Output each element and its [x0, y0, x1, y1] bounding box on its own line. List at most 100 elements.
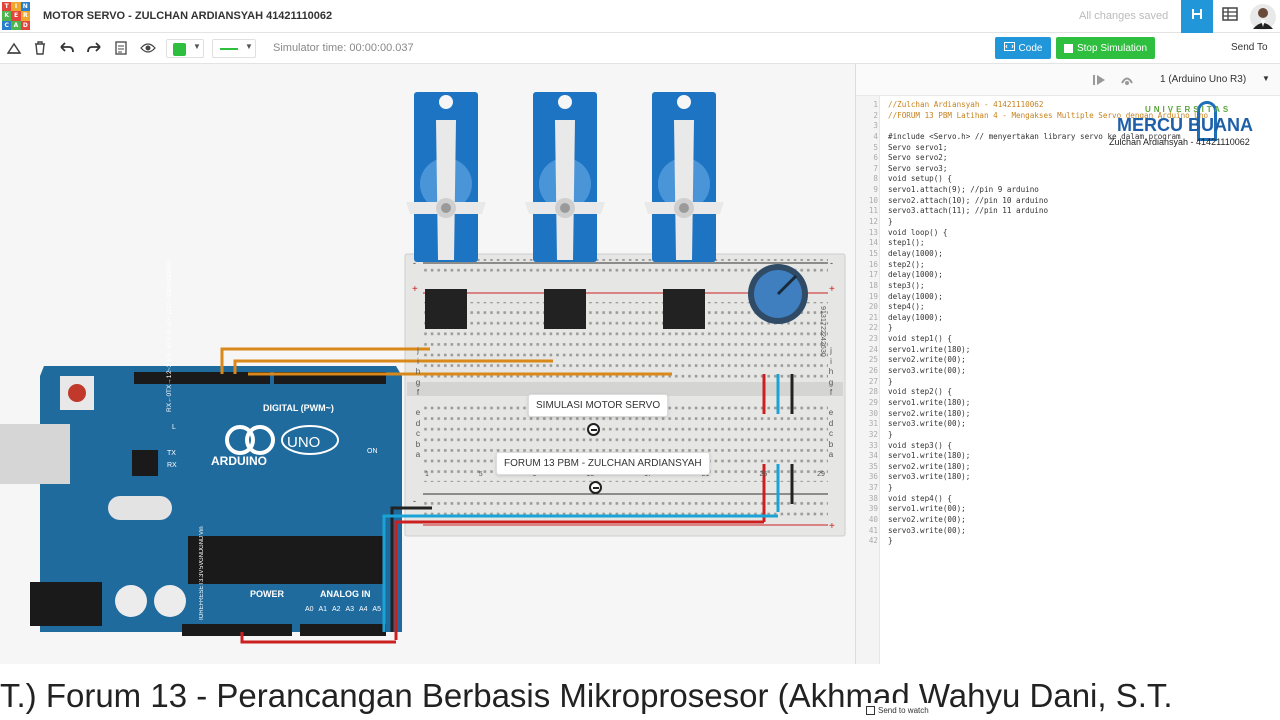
color-picker[interactable]: ▼	[166, 39, 204, 58]
line-number: 32	[868, 429, 878, 439]
stop-simulation-button[interactable]: Stop Simulation	[1056, 37, 1155, 59]
code-text: servo3.write(180);	[888, 472, 971, 482]
redo-button[interactable]	[85, 39, 103, 57]
minus-circle-icon[interactable]	[589, 481, 602, 494]
code-text: Servo servo1;	[888, 142, 948, 152]
code-line[interactable]: 1//Zulchan Ardiansyah - 41421110062	[856, 100, 1280, 111]
pin-label: ~13	[166, 290, 173, 302]
servo-1[interactable]	[406, 92, 486, 329]
code-line[interactable]: 2//FORUM 13 PBM Latihan 4 - Mengakses Mu…	[856, 111, 1280, 122]
servo-2[interactable]	[525, 92, 605, 329]
tinkercad-logo[interactable]: T I N K E R C A D	[2, 2, 30, 30]
pin-label: GND	[166, 275, 173, 291]
step-icon[interactable]	[1092, 73, 1106, 91]
undo-button[interactable]	[58, 39, 76, 57]
code-text: void loop() {	[888, 227, 948, 237]
line-number: 20	[868, 302, 878, 312]
minus-circle-icon[interactable]	[587, 423, 600, 436]
code-line[interactable]: 42}	[856, 536, 1280, 547]
user-avatar[interactable]	[1247, 0, 1279, 33]
pin-label: A2	[331, 606, 341, 613]
circuit-drawing: + + + - - -	[0, 92, 846, 644]
board-select[interactable]: 1 (Arduino Uno R3) ▼	[1152, 71, 1272, 89]
line-number: 26	[868, 366, 878, 376]
code-line[interactable]: 38 void step4() {	[856, 494, 1280, 505]
code-button-label: Code	[1018, 42, 1043, 54]
document-title[interactable]: MOTOR SERVO - ZULCHAN ARDIANSYAH 4142111…	[43, 10, 333, 22]
pin-label: ~11	[166, 308, 173, 320]
pin-label: AREF	[166, 258, 173, 276]
wire-type-picker[interactable]: ▼	[212, 39, 256, 58]
delete-button[interactable]	[31, 39, 49, 57]
notes-button[interactable]	[112, 39, 130, 57]
code-text: void step4() {	[888, 493, 953, 503]
undo-icon	[60, 42, 74, 53]
plus-sign: +	[412, 284, 418, 295]
code-line[interactable]: 12}	[856, 217, 1280, 228]
code-line[interactable]: 3	[856, 121, 1280, 132]
rotate-button[interactable]	[5, 39, 23, 57]
code-line[interactable]: 37}	[856, 483, 1280, 494]
line-number: 9	[873, 185, 878, 195]
arduino-uno[interactable]	[0, 366, 402, 636]
code-line[interactable]: 32}	[856, 430, 1280, 441]
potentiometer[interactable]	[748, 264, 808, 324]
code-line[interactable]: 22}	[856, 323, 1280, 334]
component-list-button[interactable]	[1214, 0, 1246, 33]
code-line[interactable]: 4#include <Servo.h> // menyertakan libra…	[856, 132, 1280, 143]
servo-3[interactable]	[644, 92, 724, 329]
code-text: delay(1000);	[888, 270, 943, 280]
send-to-button[interactable]: Send To	[1231, 42, 1268, 53]
serial-monitor-icon[interactable]	[1120, 73, 1134, 91]
line-number: 38	[868, 493, 878, 503]
code-button[interactable]: Code	[995, 37, 1051, 59]
code-line[interactable]: 27}	[856, 377, 1280, 388]
line-number: 21	[868, 312, 878, 322]
row-letter: d	[828, 418, 834, 428]
col-number: 22	[819, 325, 826, 334]
circuit-view-button[interactable]	[1181, 0, 1213, 33]
avatar-icon	[1250, 3, 1276, 30]
line-number: 34	[868, 451, 878, 461]
code-editor-header: 1 (Arduino Uno R3) ▼	[856, 64, 1280, 96]
row-letter: g	[415, 377, 421, 387]
circuit-canvas[interactable]: + + + - - -	[0, 64, 856, 664]
send-to-watch[interactable]: Send to watch	[862, 703, 933, 717]
code-text: servo2.write(180);	[888, 408, 971, 418]
simulation-label-note[interactable]: SIMULASI MOTOR SERVO	[528, 394, 669, 417]
forum-label-note[interactable]: FORUM 13 PBM - ZULCHAN ARDIANSYAH	[496, 452, 710, 475]
visibility-button[interactable]	[139, 39, 157, 57]
